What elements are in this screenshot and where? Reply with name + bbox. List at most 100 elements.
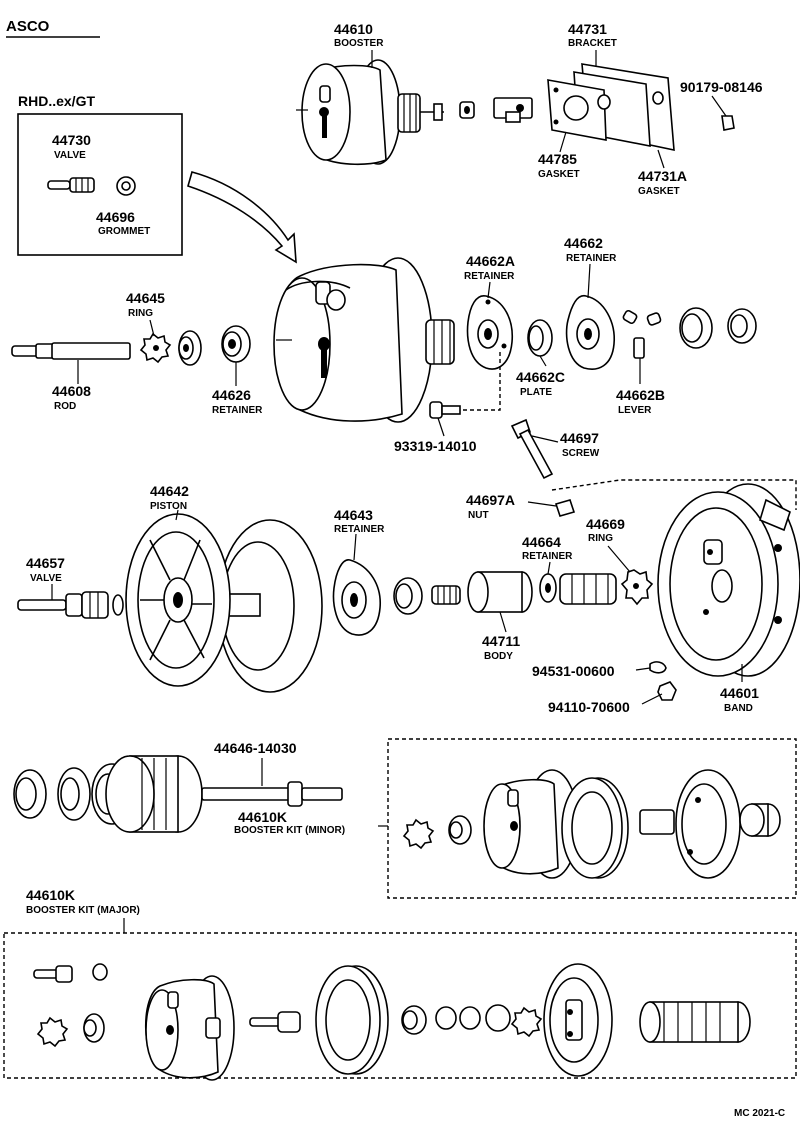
callout-44664: 44664 RETAINER <box>522 534 573 562</box>
part-number: 44610 <box>334 21 373 37</box>
part-number: 44697 <box>560 430 599 446</box>
callout-44731: 44731 BRACKET <box>568 21 617 49</box>
part-number: 44601 <box>720 685 759 701</box>
retainer-44626-part <box>221 325 251 363</box>
part-number: 94110-70600 <box>548 699 630 715</box>
part-number: 90179-08146 <box>680 79 763 95</box>
booster-main-part <box>273 257 455 423</box>
plate-44662C-part <box>527 319 553 357</box>
retainer-44662-part <box>565 295 615 370</box>
part-name: RING <box>588 533 613 544</box>
part-name: BOOSTER <box>334 38 384 49</box>
part-number: 44696 <box>96 209 135 225</box>
rhd-box <box>17 113 183 256</box>
part-number: 44711 <box>482 633 520 649</box>
part-number: 44645 <box>126 290 165 306</box>
part-name: BOOSTER KIT (MINOR) <box>234 825 345 836</box>
part-number: 44730 <box>52 132 91 148</box>
nut-94110-part <box>657 681 677 701</box>
leader-44662A <box>487 281 491 299</box>
spring-seal-row2-part <box>679 307 757 349</box>
ring-44669-part <box>620 569 654 606</box>
leader-44642 <box>175 509 179 521</box>
callout-44646: 44646-14030 <box>214 740 297 756</box>
callout-44730: 44730 VALVE <box>52 132 91 161</box>
callout-44626: 44626 RETAINER <box>212 387 263 416</box>
callout-44610: 44610 BOOSTER <box>334 21 384 49</box>
valve-44657-part <box>17 591 124 619</box>
callout-44643: 44643 RETAINER <box>334 507 385 535</box>
retainer-44662A-part <box>466 295 513 370</box>
stack-44646-part <box>13 755 343 833</box>
leader-94110 <box>641 693 663 705</box>
part-name: GROMMET <box>98 226 150 237</box>
part-name: BODY <box>484 651 513 662</box>
part-number: 44657 <box>26 555 65 571</box>
part-name: BRACKET <box>568 38 617 49</box>
part-number: 44646-14030 <box>214 740 297 756</box>
callout-44657: 44657 VALVE <box>26 555 65 584</box>
nut-top-part <box>459 101 475 119</box>
callout-44645: 44645 RING <box>126 290 165 319</box>
spring-row3-part <box>431 585 461 605</box>
part-number: 44662B <box>616 387 665 403</box>
seal-row3-part <box>393 577 423 615</box>
callout-44711: 44711 BODY <box>482 633 520 662</box>
part-number: 44785 <box>538 151 577 167</box>
piston-44642-part <box>125 513 323 693</box>
part-number: 44731 <box>568 21 607 37</box>
bolt-90179-part <box>721 115 735 131</box>
callout-44608: 44608 ROD <box>52 383 91 412</box>
part-name: RETAINER <box>566 253 617 264</box>
leader-44664 <box>547 561 551 575</box>
part-name: RING <box>128 308 153 319</box>
major-kit-box <box>3 932 797 1079</box>
part-number: 94531-00600 <box>532 663 615 679</box>
part-number: 44662C <box>516 369 565 385</box>
part-name: RETAINER <box>212 405 263 416</box>
part-number: 44669 <box>586 516 625 532</box>
part-name: NUT <box>468 510 489 521</box>
nut-44697A-part <box>554 499 576 517</box>
retainer-44664-part <box>539 573 557 603</box>
part-name: RETAINER <box>464 271 515 282</box>
callout-93319: 93319-14010 <box>394 438 477 454</box>
minor-kit-box <box>387 738 797 899</box>
leader-44697 <box>531 435 559 443</box>
body-44711-part <box>467 571 533 613</box>
part-number: 44642 <box>150 483 189 499</box>
part-number: 44662A <box>466 253 515 269</box>
rod-44608-part <box>11 342 131 360</box>
grommet-44696-part <box>116 176 136 196</box>
part-name: BAND <box>724 703 753 714</box>
leader-44643 <box>353 533 357 561</box>
part-name: PLATE <box>520 387 552 398</box>
callout-44662A: 44662A RETAINER <box>464 253 515 282</box>
part-number: 44662 <box>564 235 603 251</box>
leader-94531 <box>635 667 651 671</box>
part-number: 44608 <box>52 383 91 399</box>
dashed-leader-93319 <box>458 352 501 411</box>
seal-small-part <box>178 330 202 366</box>
part-number: 44731A <box>638 168 687 184</box>
part-number: 44664 <box>522 534 561 550</box>
screw-93319-part <box>429 401 461 419</box>
booster-44610-part <box>296 59 444 166</box>
part-number: 44697A <box>466 492 515 508</box>
callout-44662C: 44662C PLATE <box>516 369 565 398</box>
part-name: BOOSTER KIT (MAJOR) <box>26 905 140 916</box>
washer-94531-part <box>649 661 667 674</box>
leader-44662 <box>587 263 591 299</box>
screw-44697-part <box>510 418 554 480</box>
callout-44642: 44642 PISTON <box>150 483 189 512</box>
spring-stack-row3-part <box>559 573 617 605</box>
part-name: RETAINER <box>522 551 573 562</box>
part-name: GASKET <box>638 186 680 197</box>
callout-44697A: 44697A NUT <box>466 492 515 521</box>
callout-44662: 44662 RETAINER <box>564 235 617 264</box>
major-kit-parts <box>33 963 751 1081</box>
callout-44610K-major: 44610K BOOSTER KIT (MAJOR) <box>26 887 140 916</box>
rhd-box-title: RHD..ex/GT <box>18 93 95 109</box>
leader-44731A <box>657 149 665 169</box>
band-44601-part <box>657 483 800 677</box>
